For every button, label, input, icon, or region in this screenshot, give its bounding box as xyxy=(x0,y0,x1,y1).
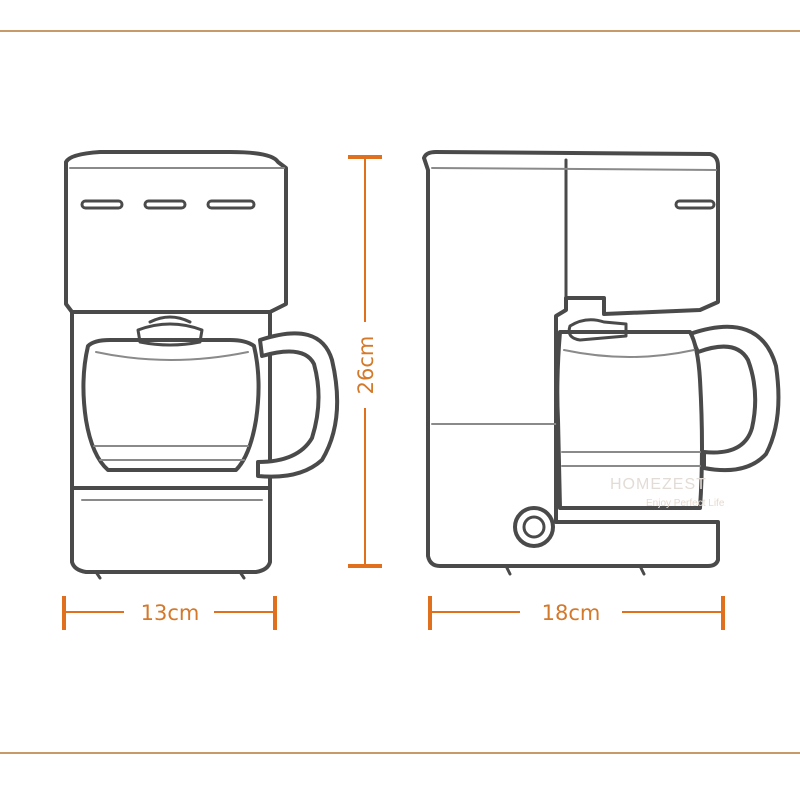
front-view xyxy=(64,150,340,580)
watermark-brand: HOMEZEST xyxy=(610,476,707,493)
side-width-label: 18cm xyxy=(542,601,601,625)
front-width-label: 13cm xyxy=(141,601,200,625)
side-view xyxy=(422,150,781,576)
side-width-dimension: 18cm xyxy=(428,596,725,630)
watermark-tagline: Enjoy Perfect Life xyxy=(646,498,725,509)
height-dimension: 26cm xyxy=(348,155,382,568)
side-carafe xyxy=(555,318,781,510)
height-label: 26cm xyxy=(354,336,378,395)
front-vent-slot-1 xyxy=(80,199,124,210)
front-top-head xyxy=(64,150,288,314)
side-body xyxy=(422,150,720,568)
side-vent-slot xyxy=(674,199,716,210)
front-vent-slot-3 xyxy=(206,199,256,210)
front-carafe xyxy=(81,315,340,479)
bottom-border-line xyxy=(0,752,800,754)
top-border-line xyxy=(0,30,800,32)
side-power-knob xyxy=(513,506,555,548)
front-base xyxy=(70,486,272,574)
front-vent-slot-2 xyxy=(143,199,187,210)
front-width-dimension: 13cm xyxy=(62,596,277,630)
